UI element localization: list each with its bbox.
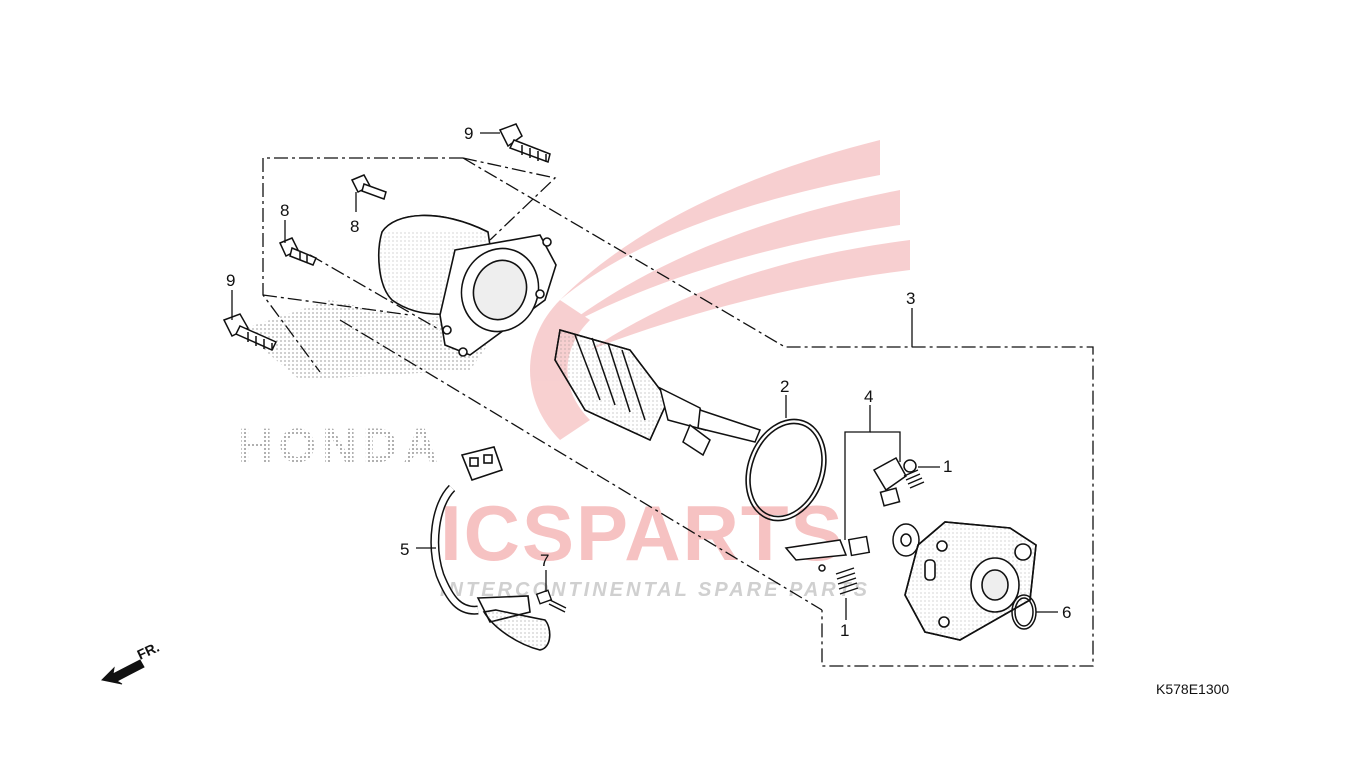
spring-lower	[835, 567, 859, 595]
brand-watermark-text: ICSPARTS	[440, 489, 845, 577]
bolt-8-upper	[350, 174, 387, 200]
motor-housing	[378, 214, 557, 357]
spring-upper	[903, 469, 925, 489]
honda-logo-text: HONDA	[238, 420, 444, 473]
armature	[554, 329, 762, 457]
callout-labels: 1 1 2 3 4 5 6 7 8 8 9 9	[226, 124, 1071, 640]
front-direction-indicator: FR.	[100, 639, 162, 685]
callout-8-right: 8	[350, 217, 359, 236]
callout-7: 7	[540, 551, 549, 570]
icsparts-watermark: ICSPARTS INTERCONTINENTAL SPARE PARTS	[440, 489, 867, 601]
bolt-9-upper	[498, 123, 551, 163]
callout-9-lower: 9	[226, 271, 235, 290]
brush-lower	[784, 535, 871, 572]
callout-6: 6	[1062, 603, 1071, 622]
callout-4: 4	[864, 387, 873, 406]
o-ring-2	[745, 418, 827, 522]
bearing	[892, 523, 920, 557]
callout-2: 2	[780, 377, 789, 396]
end-cover	[904, 521, 1037, 641]
callout-8-left: 8	[280, 201, 289, 220]
callout-5: 5	[400, 540, 409, 559]
front-arrow-icon	[100, 659, 145, 685]
front-label: FR.	[135, 639, 162, 663]
diagram-code: K578E1300	[1156, 681, 1229, 697]
callout-9-upper: 9	[464, 124, 473, 143]
callout-1-upper: 1	[943, 457, 952, 476]
cable-terminal	[430, 446, 551, 651]
leader-lines	[231, 132, 1058, 620]
callout-3: 3	[906, 289, 915, 308]
assembly-outline-housing	[262, 157, 557, 373]
assembly-outline-motor	[339, 157, 1094, 667]
brush-upper	[872, 456, 917, 507]
screw-7	[535, 589, 567, 613]
bolt-9-lower	[222, 313, 278, 351]
callout-1-lower: 1	[840, 621, 849, 640]
